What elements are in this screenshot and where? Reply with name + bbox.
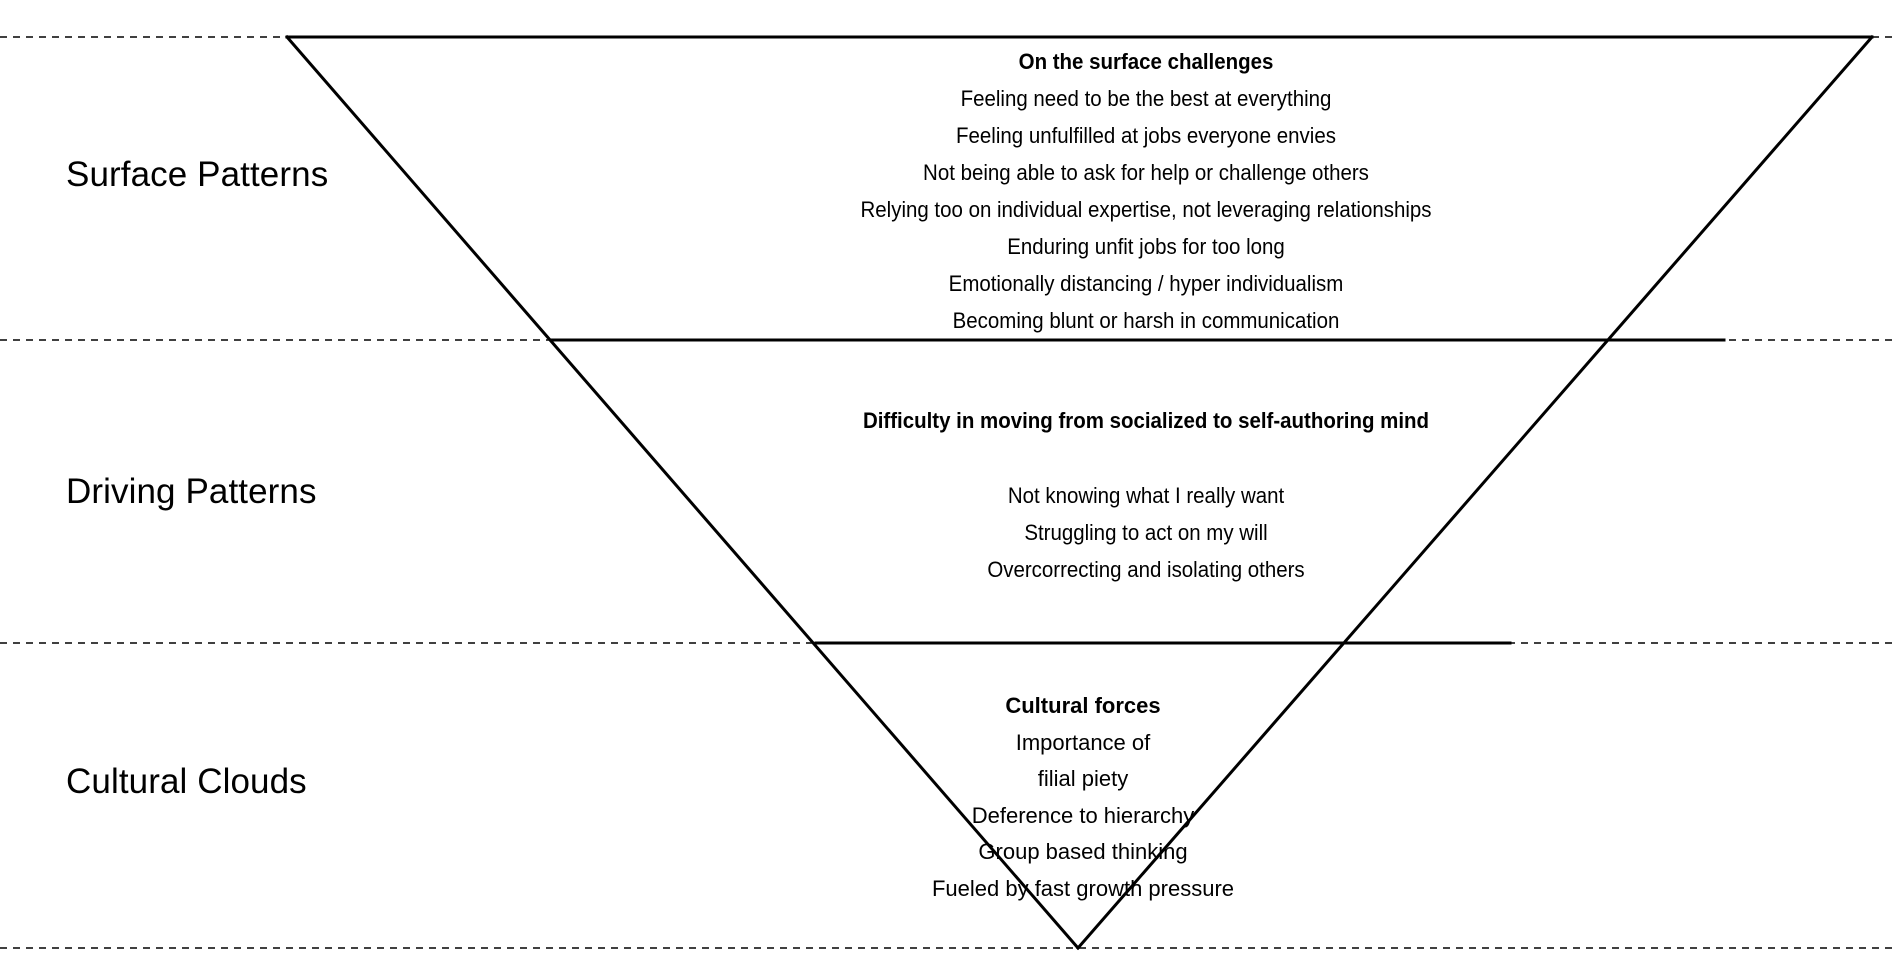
driving-item: Overcorrecting and isolating others: [987, 557, 1305, 582]
surface-item: Feeling unfulfilled at jobs everyone env…: [956, 123, 1336, 148]
driving-item: Not knowing what I really want: [1007, 483, 1285, 508]
cultural-item: Importance of: [1015, 729, 1151, 755]
pyramid-left-edge: [284, 34, 1081, 951]
driving-patterns-text-block: Difficulty in moving from socialized to …: [596, 402, 1696, 588]
driving-item: Struggling to act on my will: [1024, 520, 1268, 545]
surface-item: Becoming blunt or harsh in communication: [952, 308, 1340, 333]
cultural-item: Deference to hierarchy: [971, 802, 1195, 828]
cultural-item: filial piety: [1037, 766, 1129, 792]
surface-item: Emotionally distancing / hyper individua…: [948, 271, 1344, 296]
cultural-clouds-text-block: Cultural forces Importance of filial pie…: [863, 688, 1303, 908]
surface-heading: On the surface challenges: [1018, 49, 1274, 74]
driving-heading: Difficulty in moving from socialized to …: [862, 408, 1430, 433]
surface-item: Feeling need to be the best at everythin…: [960, 86, 1332, 111]
surface-item: Enduring unfit jobs for too long: [1007, 234, 1285, 259]
surface-item: Relying too on individual expertise, not…: [860, 197, 1432, 222]
band-label-driving: Driving Patterns: [66, 472, 317, 511]
band-label-surface: Surface Patterns: [66, 155, 329, 194]
pyramid-right-edge: [1075, 34, 1875, 951]
cultural-item: Fueled by fast growth pressure: [931, 875, 1235, 901]
surface-patterns-text-block: On the surface challenges Feeling need t…: [596, 43, 1696, 339]
cultural-heading: Cultural forces: [1005, 693, 1161, 718]
cultural-item: Group based thinking: [978, 839, 1188, 865]
band-label-cultural: Cultural Clouds: [66, 762, 307, 801]
driving-spacer: [596, 439, 1696, 477]
surface-item: Not being able to ask for help or challe…: [923, 160, 1369, 185]
